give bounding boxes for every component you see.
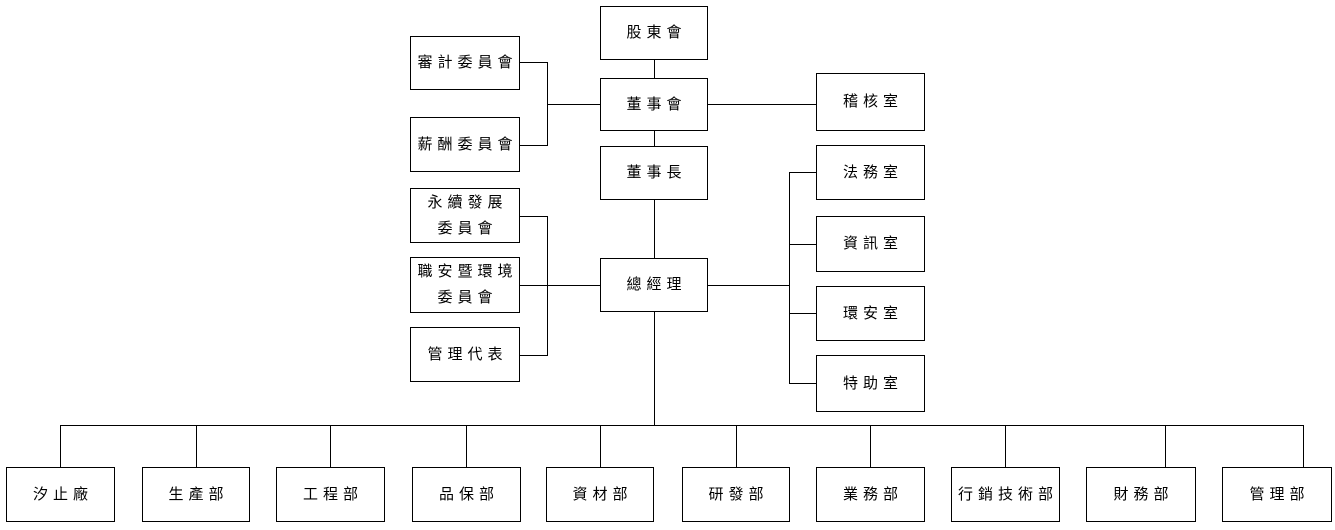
connector-gm-offices-link (708, 285, 789, 286)
connector-drop-xizhi-plant (60, 425, 61, 467)
org-node-management-representative: 管理代表 (410, 327, 520, 382)
org-node-label: 生產部 (168, 486, 229, 503)
org-node-label: 研發部 (708, 486, 769, 503)
org-node-finance-dept: 財務部 (1086, 467, 1196, 522)
org-node-label: 稽核室 (842, 94, 903, 110)
connector-board-audit-office (708, 104, 816, 105)
org-node-label: 總經理 (626, 277, 687, 293)
org-node-sales-dept: 業務部 (816, 467, 925, 522)
org-node-label: 股東會 (626, 25, 687, 41)
org-node-label: 汐止廠 (32, 486, 93, 503)
org-node-marketing-technology-dept: 行銷技術部 (951, 467, 1060, 522)
connector-drop-rnd-dept (736, 425, 737, 467)
org-node-label: 審計委員會 (417, 55, 518, 71)
connector-special-assistant-office-stub (789, 383, 816, 384)
connector-sustainability-committee-stub (520, 216, 547, 217)
connector-drop-marketing-technology-dept (1005, 425, 1006, 467)
connector-drop-materials-dept (600, 425, 601, 467)
connector-board-chairman (654, 131, 655, 146)
org-node-general-manager: 總經理 (600, 258, 708, 312)
connector-audit-committee-stub (520, 62, 547, 63)
connector-committees-board-link (547, 104, 600, 105)
connector-drop-management-dept (1303, 425, 1304, 467)
org-node-label: 資訊室 (842, 236, 903, 252)
org-node-label: 管理部 (1249, 486, 1310, 503)
org-node-label: 董事會 (626, 96, 687, 113)
org-node-materials-dept: 資材部 (546, 467, 654, 522)
connector-gm-departments (654, 312, 655, 425)
org-node-sustainability-committee: 永續發展 委員會 (410, 188, 520, 243)
connector-chairman-gm (654, 200, 655, 258)
org-node-compensation-committee: 薪酬委員會 (410, 117, 520, 172)
org-node-chairman: 董事長 (600, 146, 708, 200)
connector-drop-production-dept (196, 425, 197, 467)
org-node-label: 董事長 (626, 165, 687, 181)
org-node-label: 業務部 (842, 486, 903, 503)
org-node-label: 職安暨環境 委員會 (417, 264, 518, 306)
org-node-engineering-dept: 工程部 (276, 467, 385, 522)
connector-gm-offices-trunk (789, 172, 790, 384)
org-node-label: 環安室 (842, 305, 903, 322)
org-node-label: 永續發展 委員會 (427, 194, 508, 237)
connector-information-office-stub (789, 244, 816, 245)
org-node-environmental-safety-office: 環安室 (816, 286, 925, 341)
connector-shareholders-board (654, 60, 655, 78)
org-node-special-assistant-office: 特助室 (816, 355, 925, 412)
connector-legal-office-stub (789, 172, 816, 173)
connector-environmental-safety-office-stub (789, 313, 816, 314)
org-node-label: 管理代表 (427, 346, 508, 363)
org-node-quality-assurance-dept: 品保部 (412, 467, 521, 522)
org-node-label: 法務室 (842, 164, 903, 181)
org-node-label: 資材部 (572, 486, 633, 503)
connector-management-representative-stub (520, 355, 547, 356)
connector-gm-committees-trunk (547, 216, 548, 356)
connector-drop-quality-assurance-dept (466, 425, 467, 467)
connector-departments-rail (60, 425, 1303, 426)
org-node-shareholders-meeting: 股東會 (600, 6, 708, 60)
org-node-label: 行銷技術部 (957, 486, 1058, 503)
org-node-label: 薪酬委員會 (417, 136, 518, 153)
connector-drop-sales-dept (870, 425, 871, 467)
org-node-board-of-directors: 董事會 (600, 78, 708, 131)
org-node-label: 工程部 (302, 486, 363, 503)
org-node-xizhi-plant: 汐止廠 (6, 467, 115, 522)
org-node-audit-committee: 審計委員會 (410, 36, 520, 90)
connector-compensation-committee-stub (520, 145, 547, 146)
org-node-information-office: 資訊室 (816, 216, 925, 272)
org-node-label: 特助室 (842, 375, 903, 392)
org-node-label: 品保部 (438, 486, 499, 503)
connector-drop-finance-dept (1165, 425, 1166, 467)
org-node-legal-office: 法務室 (816, 145, 925, 200)
org-node-occupational-safety-environment-committee: 職安暨環境 委員會 (410, 257, 520, 313)
connector-drop-engineering-dept (330, 425, 331, 467)
org-node-management-dept: 管理部 (1222, 467, 1332, 522)
org-node-production-dept: 生產部 (142, 467, 250, 522)
org-node-rnd-dept: 研發部 (682, 467, 790, 522)
connector-osh-committee-gm-link (520, 285, 600, 286)
org-node-audit-office: 稽核室 (816, 73, 925, 131)
org-node-label: 財務部 (1113, 486, 1174, 503)
